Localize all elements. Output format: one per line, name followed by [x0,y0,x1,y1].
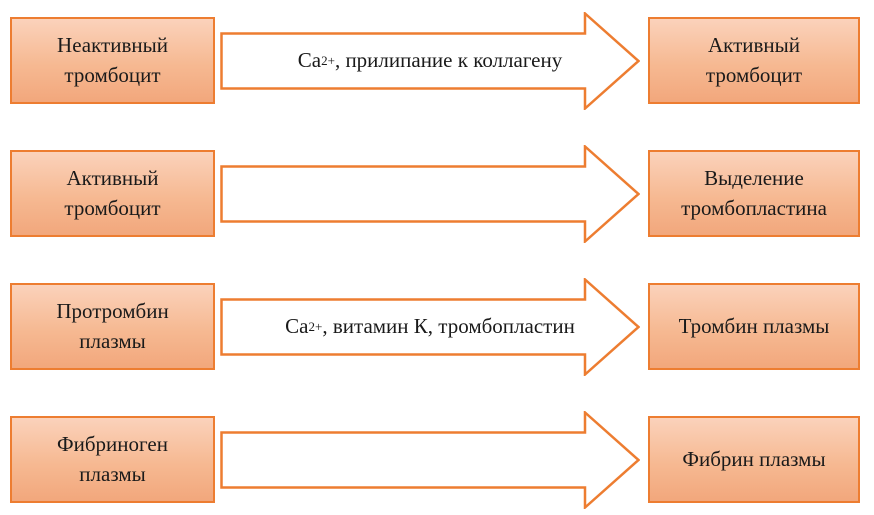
target-box-4: Фибрин плазмы [648,416,860,503]
source-box-3: Протромбин плазмы [10,283,215,370]
right-arrow-icon [220,277,640,376]
source-box-1: Неактивный тромбоцит [10,17,215,104]
source-box-3-label: Протромбин плазмы [56,299,169,353]
arrow-4-label [220,411,640,509]
arrow-1-label-pre: Ca [297,48,322,72]
right-arrow-icon [220,410,640,509]
arrow-4 [220,410,640,509]
target-box-2: Выделение тромбопластина [648,150,860,237]
source-box-2-label: Активный тромбоцит [64,166,161,220]
arrow-2 [220,144,640,243]
source-box-1-label: Неактивный тромбоцит [57,33,168,87]
target-box-1: Активный тромбоцит [648,17,860,104]
arrow-1-label-rest: , прилипание к коллагену [334,48,563,72]
source-box-4-label: Фибриноген плазмы [57,432,168,486]
target-box-4-label: Фибрин плазмы [682,446,826,471]
arrow-3-label-pre: Ca [285,314,309,338]
target-box-3: Тромбин плазмы [648,283,860,370]
right-arrow-icon [220,144,640,243]
source-box-4: Фибриноген плазмы [10,416,215,503]
target-box-3-label: Тромбин плазмы [678,313,830,338]
arrow-2-label [220,145,640,243]
target-box-1-label: Активный тромбоцит [705,33,803,87]
process-row-4: Фибриноген плазмы Фибрин плазмы [0,410,874,509]
source-box-2: Активный тромбоцит [10,150,215,237]
process-row-2: Активный тромбоцит Выделение тромбопласт… [0,144,874,243]
target-box-2-label: Выделение тромбопластина [681,166,827,220]
arrow-3-label-rest: , витамин К, тромбопластин [322,314,575,338]
right-arrow-icon [220,11,640,110]
